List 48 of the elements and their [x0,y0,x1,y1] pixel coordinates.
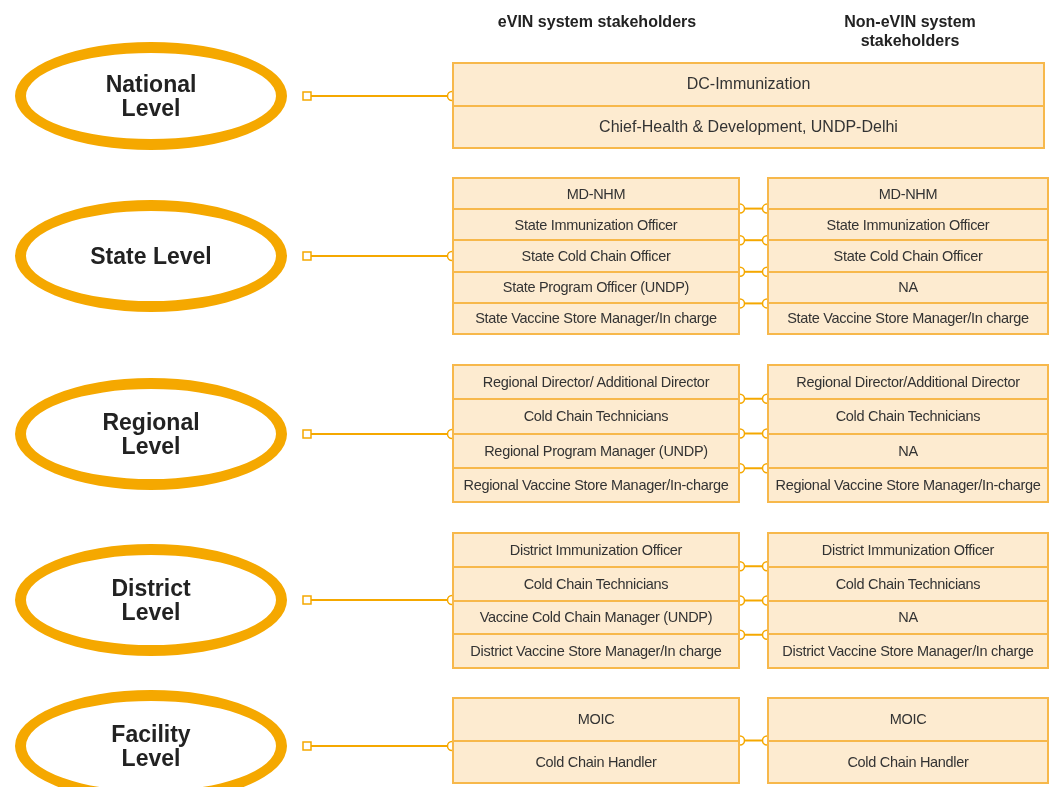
stakeholder-row: NA [769,432,1047,467]
stakeholder-row: State Vaccine Store Manager/In charge [769,301,1047,333]
stakeholder-table [452,532,740,669]
level-name: National Level [104,72,198,120]
level-name: Facility Level [110,722,192,770]
level-name: State Level [89,244,213,268]
stakeholder-row-text: District Immunization Officer [508,540,684,560]
stakeholder-row: Cold Chain Technicians [769,398,1047,433]
stakeholder-row: State Immunization Officer [769,208,1047,240]
stakeholder-table [767,532,1049,669]
stakeholder-row-text: District Immunization Officer [820,540,996,560]
stakeholder-table [767,697,1049,784]
stakeholder-table [452,697,740,784]
stakeholder-row-text: MOIC [888,710,928,730]
level-name: District Level [110,576,192,624]
stakeholder-table [767,177,1049,335]
stakeholder-row: Regional Vaccine Store Manager/In-charge [769,466,1047,501]
column-heading: eVIN system stakeholders [497,12,697,31]
stakeholder-row-text: MD-NHM [565,184,627,204]
stakeholder-row: State Immunization Officer [454,208,738,240]
stakeholder-row: NA [769,270,1047,302]
stakeholder-row: Cold Chain Technicians [454,565,738,600]
stakeholder-row: NA [769,599,1047,634]
stakeholder-row-text: Regional Director/Additional Director [795,373,1021,393]
stakeholder-row: Cold Chain Technicians [454,398,738,433]
stakeholder-row-text: MD-NHM [877,184,939,204]
stakeholder-row: Regional Vaccine Store Manager/In-charge [454,466,738,501]
stakeholder-row: State Vaccine Store Manager/In charge [454,301,738,333]
stakeholder-row-text: DC-Immunization [685,74,812,95]
stakeholder-row: District Vaccine Store Manager/In charge [769,633,1047,667]
level-name: Regional Level [101,410,201,458]
stakeholder-row: State Cold Chain Officer [454,239,738,271]
stakeholder-table [452,364,740,503]
stakeholder-row: Vaccine Cold Chain Manager (UNDP) [454,599,738,634]
stakeholder-row-text: MOIC [576,710,616,730]
stakeholder-table [452,177,740,335]
stakeholder-row: Regional Program Manager (UNDP) [454,432,738,467]
stakeholder-row: Chief-Health & Development, UNDP-Delhi [454,104,1043,147]
stakeholder-row: Cold Chain Technicians [769,565,1047,600]
stakeholder-row: State Program Officer (UNDP) [454,270,738,302]
stakeholder-row-text: Regional Director/ Additional Director [481,373,711,393]
stakeholder-table [452,62,1045,149]
stakeholder-table [767,364,1049,503]
stakeholder-row: Cold Chain Handler [454,739,738,782]
stakeholder-row: Cold Chain Handler [769,739,1047,782]
stakeholder-row: District Vaccine Store Manager/In charge [454,633,738,667]
column-heading: Non-eVIN system stakeholders [843,12,977,50]
stakeholder-row: State Cold Chain Officer [769,239,1047,271]
